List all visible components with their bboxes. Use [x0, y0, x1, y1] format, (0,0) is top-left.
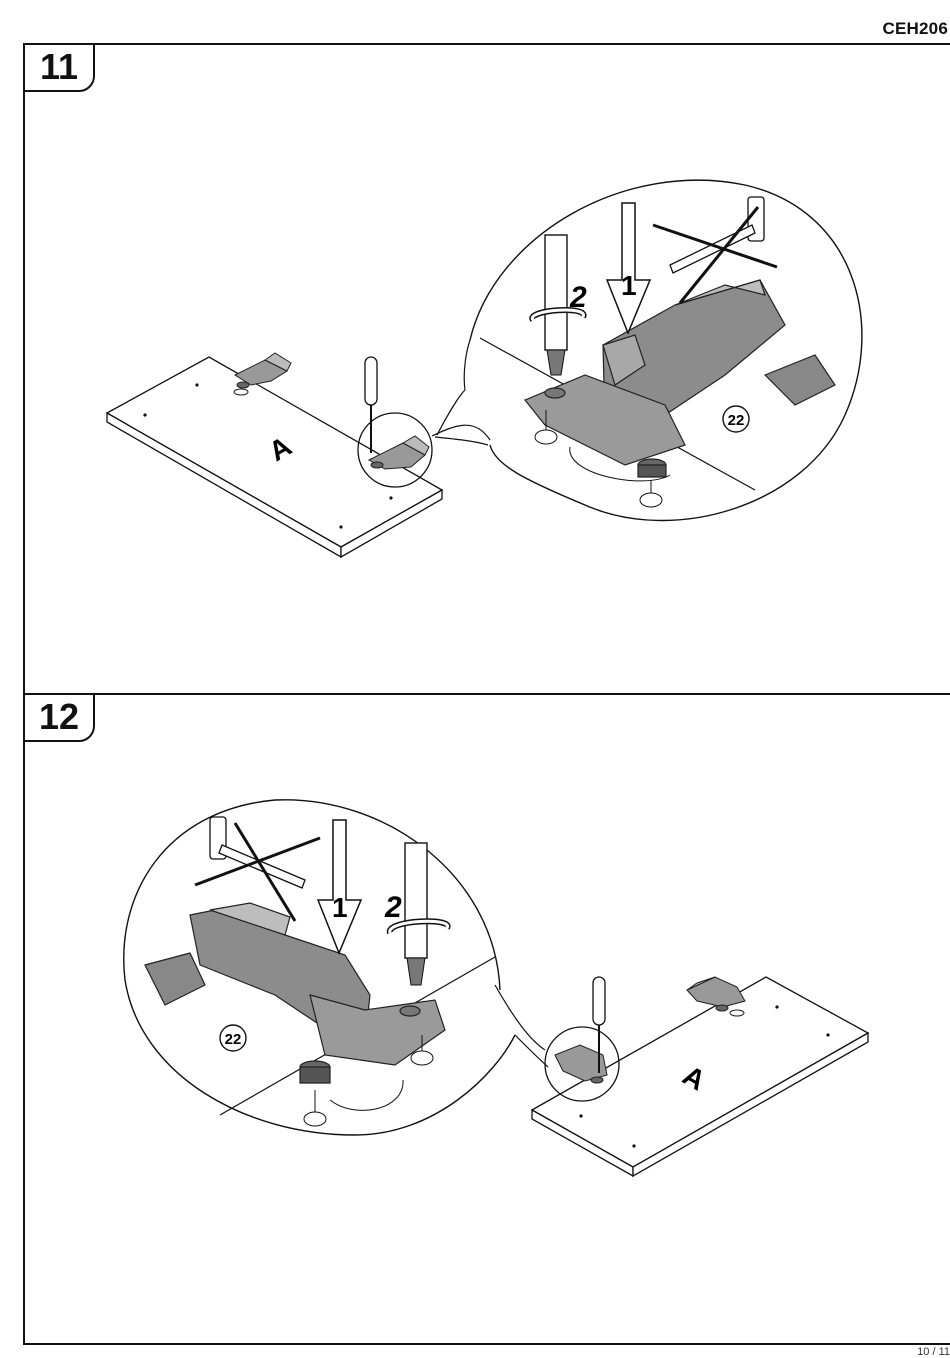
step-12-frame: 1 2 A — [23, 693, 950, 1345]
step-11-frame: 11 A — [23, 43, 950, 694]
step-11-illustration: A — [25, 45, 950, 696]
part-number: 22 — [728, 412, 745, 429]
screwdriver-icon — [545, 235, 567, 375]
step-12-illustration: A — [25, 695, 950, 1345]
push-down-arrow-icon — [318, 820, 361, 953]
arrow-number-1: 1 — [332, 892, 348, 923]
arrow-number-1: 1 — [621, 270, 637, 301]
hinge-icon — [145, 903, 445, 1083]
arrow-number-2: 2 — [569, 281, 587, 314]
detail-callout-large: 22 — [435, 180, 862, 520]
push-down-arrow-icon — [607, 203, 650, 333]
screwdriver-icon — [365, 357, 377, 453]
screwdriver-icon — [405, 843, 427, 985]
model-code: CEH206 — [883, 19, 948, 39]
page-number: 10 / 11 — [917, 1346, 950, 1358]
arrow-number-2: 2 — [384, 891, 402, 924]
part-number: 22 — [225, 1031, 242, 1048]
